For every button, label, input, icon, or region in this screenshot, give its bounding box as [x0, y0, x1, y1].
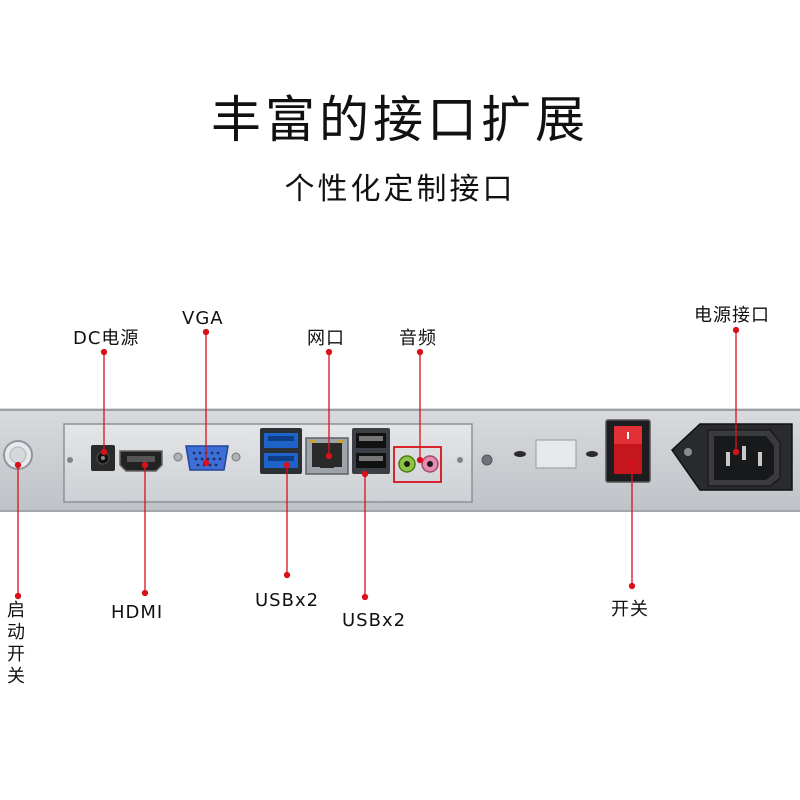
label-switch: 开关 [611, 599, 649, 620]
label-dc-power: DC电源 [73, 328, 140, 349]
label-usb-2: USBx2 [342, 610, 407, 631]
vga-port-icon [185, 445, 229, 471]
blank-slot-icon [535, 439, 577, 469]
label-audio: 音频 [399, 328, 437, 349]
leader-lines [14, 326, 740, 601]
label-vga: VGA [182, 308, 224, 329]
screw-hole-icon [481, 454, 493, 466]
audio-highlight-box [393, 446, 442, 483]
subtitle: 个性化定制接口 [284, 172, 516, 207]
label-lan: 网口 [307, 328, 345, 349]
main-title: 丰富的接口扩展 [211, 91, 589, 149]
label-hdmi: HDMI [111, 602, 164, 623]
label-start-switch: 启动开关 [7, 600, 25, 687]
label-usb-1: USBx2 [255, 590, 320, 611]
label-power-port: 电源接口 [694, 305, 770, 326]
